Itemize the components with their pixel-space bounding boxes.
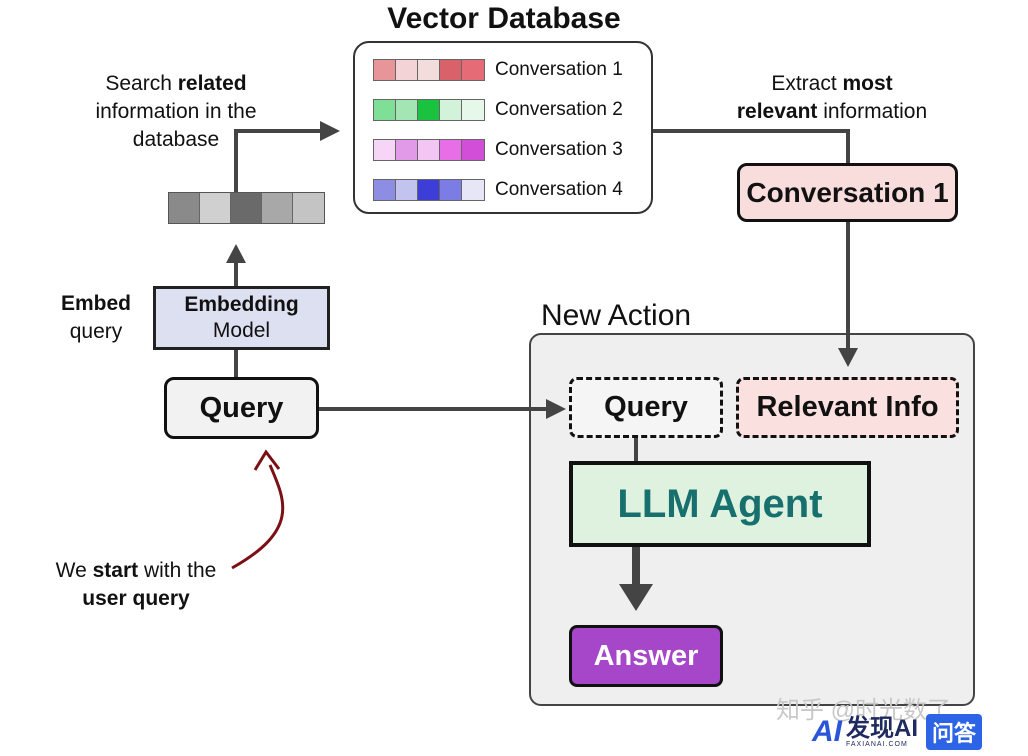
- llm-agent-node: LLM Agent: [569, 461, 871, 547]
- embedding-model-node: Embedding Model: [153, 286, 330, 350]
- llm-to-answer-arrowhead: [619, 584, 653, 611]
- query-embedding-vector: [168, 192, 325, 224]
- conversation-row: Conversation 1: [373, 59, 623, 81]
- conversation-3-label: Conversation 3: [495, 139, 623, 160]
- embedding-cell: [440, 100, 462, 120]
- conversation-row: Conversation 3: [373, 139, 623, 161]
- action-query-node: Query: [569, 377, 723, 438]
- embedding-cell: [374, 140, 396, 160]
- search-arrowhead: [320, 121, 340, 141]
- embedding-cell: [262, 193, 293, 223]
- logo-mark: AI: [812, 715, 842, 748]
- embed-query-label: Embed query: [60, 292, 131, 343]
- embedding-cell: [200, 193, 231, 223]
- embedding-cell: [462, 60, 484, 80]
- embedding-cell: [374, 60, 396, 80]
- conversation-1-embedding: [373, 59, 485, 81]
- watermark-text: 知乎 @时光数了: [776, 697, 952, 724]
- embed-arrowhead: [226, 244, 246, 263]
- query-forward-arrowhead: [546, 399, 566, 419]
- search-label: Search related information in the databa…: [95, 72, 257, 151]
- relevant-info-node: Relevant Info: [736, 377, 959, 438]
- start-curve-arrowhead: [253, 449, 281, 471]
- embedding-cell: [396, 100, 418, 120]
- embedding-cell: [293, 193, 324, 223]
- embedding-cell: [418, 100, 440, 120]
- extract-label: Extract most relevant information: [736, 72, 928, 123]
- logo-badge: 问答: [926, 714, 983, 750]
- user-query-node: Query: [164, 377, 319, 439]
- embedding-cell: [462, 140, 484, 160]
- search-arrow: [234, 129, 322, 192]
- conversation-1-label: Conversation 1: [495, 59, 623, 80]
- answer-node: Answer: [569, 625, 723, 687]
- embedding-cell: [418, 180, 440, 200]
- vector-database-box: Conversation 1 Conversation 2 Conversati…: [353, 41, 653, 214]
- embedding-cell: [374, 180, 396, 200]
- embedding-cell: [396, 60, 418, 80]
- embedding-cell: [374, 100, 396, 120]
- retrieved-conversation-node: Conversation 1: [737, 163, 958, 222]
- embedding-model-title: Embedding: [184, 293, 299, 316]
- logo-subtitle: FAXIANAI.COM: [846, 740, 908, 748]
- embedding-cell: [440, 180, 462, 200]
- logo-name: 发现AI: [846, 714, 918, 742]
- embedding-cell: [396, 180, 418, 200]
- conversation-row: Conversation 2: [373, 99, 623, 121]
- embedding-cell: [462, 180, 484, 200]
- embedding-model-subtitle: Model: [212, 319, 271, 342]
- embedding-cell: [440, 140, 462, 160]
- conversation-4-label: Conversation 4: [495, 179, 623, 200]
- embedding-cell: [169, 193, 200, 223]
- embedding-cell: [396, 140, 418, 160]
- new-action-title: New Action: [541, 299, 692, 332]
- embedding-cell: [418, 60, 440, 80]
- embedding-cell: [231, 193, 262, 223]
- conversation-2-embedding: [373, 99, 485, 121]
- start-curve-arrow: [231, 464, 285, 570]
- embedding-cell: [440, 60, 462, 80]
- conversation-3-embedding: [373, 139, 485, 161]
- conversation-4-embedding: [373, 179, 485, 201]
- faxianai-logo: AI 发现AI FAXIANAI.COM 问答: [812, 714, 983, 750]
- retrieve-arrowhead: [838, 348, 858, 367]
- extract-line: [653, 129, 850, 163]
- conversation-2-label: Conversation 2: [495, 99, 623, 120]
- embedding-cell: [418, 140, 440, 160]
- embedding-cell: [462, 100, 484, 120]
- vector-database-title: Vector Database: [387, 2, 621, 35]
- conversation-row: Conversation 4: [373, 179, 623, 201]
- start-label: We start with the user query: [55, 559, 217, 610]
